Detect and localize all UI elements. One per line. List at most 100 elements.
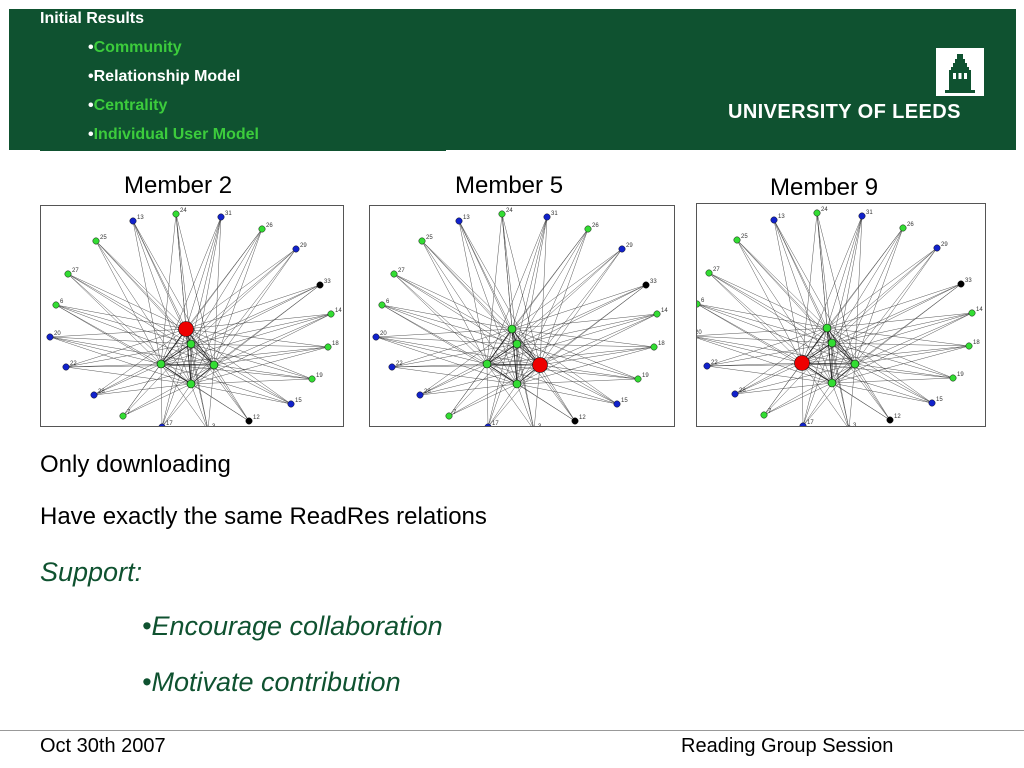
graph-node-label: 25 (741, 234, 748, 240)
nav-item-centrality[interactable]: •Centrality (88, 97, 167, 115)
footer-divider (0, 730, 1024, 731)
graph-edge (511, 248, 623, 330)
graph-edge (697, 303, 828, 329)
graph-node-label: 7 (768, 409, 772, 415)
graph-node-13 (129, 217, 137, 225)
graph-node-label: 20 (380, 331, 387, 337)
graph-edge (160, 363, 215, 366)
graph-edge (190, 383, 250, 422)
graph-edge (213, 284, 321, 366)
nav-item-individual-user-model[interactable]: •Individual User Model (88, 126, 259, 144)
graph-node-17 (799, 422, 807, 426)
graph-center-node (186, 379, 196, 389)
graph-edge (49, 336, 162, 365)
graph-node-label: 25 (426, 235, 433, 241)
graph-edge (185, 216, 222, 330)
graph-edge (800, 362, 804, 426)
graph-focal-node (794, 355, 810, 371)
graph-node-label: 33 (965, 278, 972, 284)
graph-edge (511, 328, 618, 405)
network-graph-member-2: 2431132625292733614201822192815712173 (40, 205, 344, 427)
graph-edge (160, 363, 192, 385)
graph-edge (185, 284, 321, 330)
graph-node-label: 15 (621, 398, 628, 404)
graph-edge (190, 378, 313, 386)
graph-edge (539, 284, 647, 366)
nav-label: Relationship Model (93, 68, 241, 85)
graph-edge (375, 336, 541, 366)
graph-edge (65, 366, 192, 386)
graph-node-label: 33 (650, 279, 657, 285)
graph-edge (831, 341, 970, 347)
graph-node-label: 22 (70, 361, 77, 367)
graph-center-node (482, 359, 492, 369)
network-graph-svg: 2431132625292733614201822192815712173 (372, 208, 668, 426)
graph-edge (375, 336, 518, 346)
graph-edge (67, 273, 162, 365)
university-tower-icon (936, 48, 984, 96)
graph-node-14 (968, 309, 976, 317)
graph-edge (708, 272, 828, 329)
graph-edge (190, 343, 313, 380)
graph-node-26 (584, 225, 592, 233)
graph-edge (448, 343, 518, 417)
graph-edge (419, 343, 518, 396)
header-underline (40, 150, 446, 151)
graph-node-20 (46, 333, 54, 341)
section-title: Initial Results (40, 10, 145, 27)
graph-node-15 (928, 399, 936, 407)
graph-edge (65, 328, 187, 368)
graph-edge (486, 363, 518, 385)
nav-item-relationship-model[interactable]: •Relationship Model (88, 68, 240, 86)
graph-node-label: 25 (100, 235, 107, 241)
graph-node-label: 3 (853, 423, 857, 426)
graph-node-label: 14 (335, 308, 342, 314)
graph-node-label: 31 (551, 211, 558, 217)
graph-edge (185, 328, 192, 385)
graph-node-label: 17 (166, 421, 173, 426)
graph-node-label: 33 (324, 279, 331, 285)
network-graph-svg: 2431132625292733614201822192815712173 (46, 208, 342, 426)
graph-edge (516, 228, 589, 345)
graph-edge (831, 377, 954, 385)
graph-edge (213, 363, 313, 380)
graph-edge (160, 248, 297, 365)
graph-edge (697, 336, 833, 345)
graph-edge (190, 343, 215, 366)
graph-edge (831, 382, 933, 404)
graph-edge (132, 220, 192, 385)
graph-node-label: 20 (54, 331, 61, 337)
graph-node-label: 18 (658, 341, 665, 347)
graph-edge (448, 364, 541, 417)
graph-edge (213, 364, 250, 422)
footer-session: Reading Group Session (681, 735, 894, 757)
graph-edge (736, 239, 828, 329)
graph-edge (706, 361, 803, 367)
graph-edge (816, 212, 856, 365)
graph-edge (67, 273, 192, 345)
graph-edge (49, 336, 215, 366)
graph-node-label: 20 (697, 330, 702, 336)
nav-bullet: • (88, 97, 94, 114)
graph-node-label: 12 (253, 415, 260, 421)
graph-node-17 (158, 423, 166, 426)
graph-edge (448, 363, 488, 417)
graph-node-33 (316, 281, 324, 289)
graph-edge (55, 304, 192, 385)
graph-edge (539, 364, 576, 422)
member-2-label: Member 2 (124, 172, 233, 199)
graph-edge (486, 284, 647, 365)
graph-edge (421, 240, 513, 330)
graph-edge (831, 283, 962, 344)
graph-edge (773, 219, 833, 344)
graph-edge (801, 227, 904, 364)
header-banner (9, 9, 1016, 150)
graph-node-label: 28 (98, 389, 105, 395)
graph-edge (831, 382, 891, 421)
graph-node-24 (498, 210, 506, 218)
member-5-label: Member 5 (455, 172, 564, 199)
graph-edge (736, 239, 833, 344)
graph-node-label: 29 (300, 243, 307, 249)
graph-edge (213, 364, 292, 405)
nav-item-community[interactable]: •Community (88, 39, 182, 57)
